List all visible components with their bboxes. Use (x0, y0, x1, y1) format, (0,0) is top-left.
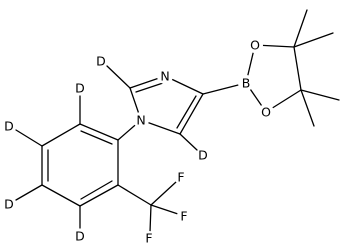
atom-d-c2: D (94, 54, 108, 69)
atom-f-top: F (174, 170, 188, 185)
atom-d-phenyl-lower-left-label: D (4, 197, 14, 212)
bond-ph-d-lower-left (15, 184, 43, 201)
bond-ph-c4-c5 (41, 184, 81, 207)
bond-methyl-3 (300, 89, 340, 101)
bond-ph-d-left (15, 129, 43, 147)
atom-n1-label: N (136, 113, 145, 128)
bond-c4-c5-double (176, 95, 197, 129)
bond-ph-c5-c6 (79, 184, 119, 207)
bond-cf3-f-top (150, 181, 177, 206)
atom-d-phenyl-bottom: D (73, 229, 87, 244)
atom-n3: N (157, 68, 173, 84)
atom-d-phenyl-upper: D (73, 81, 87, 96)
bond-methyl-2 (293, 32, 334, 48)
bond-cf3-f-bottom (149, 204, 152, 233)
bond-ph-cf3 (117, 184, 152, 206)
bond-c2-d (106, 65, 131, 89)
atom-d-phenyl-upper-label: D (75, 81, 85, 96)
bond-ph-c2-c3 (41, 123, 81, 147)
bond-c5-d (179, 133, 198, 151)
atom-d-phenyl-lower-left: D (2, 197, 16, 212)
bonds (15, 9, 340, 233)
atom-o-lower-label: O (261, 105, 271, 120)
atom-n3-label: N (160, 69, 169, 84)
atom-d-c2-label: D (96, 54, 106, 69)
atom-d-phenyl-left: D (2, 119, 16, 134)
atom-b: B (238, 75, 254, 91)
atom-f-bottom-label: F (145, 231, 152, 246)
atom-f-top-label: F (177, 170, 184, 185)
atom-n1: N (133, 112, 149, 128)
atom-d-c5-label: D (198, 148, 208, 163)
atom-o-upper-label: O (250, 38, 260, 53)
bond-ph-c1-c2-double (80, 130, 113, 145)
bond-c2-n3-double (135, 82, 164, 93)
atom-d-phenyl-left-label: D (4, 119, 14, 134)
atom-f-bottom: F (142, 231, 156, 246)
atom-labels: N N B O O D D D (2, 37, 274, 246)
atom-d-c5: D (196, 148, 210, 163)
bond-ph-c1-c2 (79, 123, 119, 141)
bond-c-c-pinacol (293, 46, 302, 91)
atom-f-right: F (177, 209, 191, 224)
bond-c4-c5 (179, 93, 204, 135)
atom-f-right-label: F (180, 209, 187, 224)
bond-methyl-1 (293, 9, 308, 48)
atom-b-label: B (242, 76, 251, 91)
bond-ph-c5-c6-double (80, 180, 113, 200)
atom-d-phenyl-bottom-label: D (75, 229, 85, 244)
atom-o-lower: O (258, 104, 274, 120)
bond-cf3-f-right (150, 204, 179, 215)
bond-methyl-4 (300, 89, 315, 127)
atom-o-upper: O (247, 37, 263, 53)
